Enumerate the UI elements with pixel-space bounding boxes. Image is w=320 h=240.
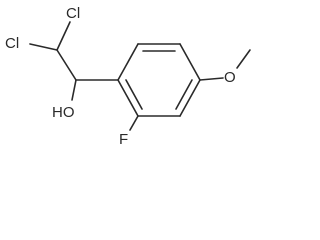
bond-c1-cl-left [29, 43, 58, 51]
bond-ring-methoxy-o [199, 77, 224, 81]
atom-label-cl-left: Cl [5, 35, 19, 52]
bond-methoxy-methyl [236, 49, 251, 69]
atom-label-methoxy-oxygen: O [224, 69, 236, 86]
bond-c2-oh [71, 79, 77, 101]
atom-label-fluorine: F [119, 131, 128, 148]
double-bond-left [125, 79, 143, 110]
bond-ring-c3-c4 [179, 43, 201, 81]
bond-c1-cl-top [56, 21, 71, 51]
bond-c1-c2 [56, 49, 77, 81]
double-bond-right [175, 79, 193, 110]
atom-label-hydroxyl: HO [52, 104, 75, 121]
bond-ring-fluorine [129, 115, 139, 131]
molecule-diagram: Cl Cl HO O F [5, 5, 251, 148]
atom-label-cl-top: Cl [66, 5, 80, 22]
bond-ring-c1-c2 [117, 43, 139, 81]
bond-ring-c6-c1 [117, 79, 139, 117]
bond-ring-c4-c5 [179, 79, 201, 117]
